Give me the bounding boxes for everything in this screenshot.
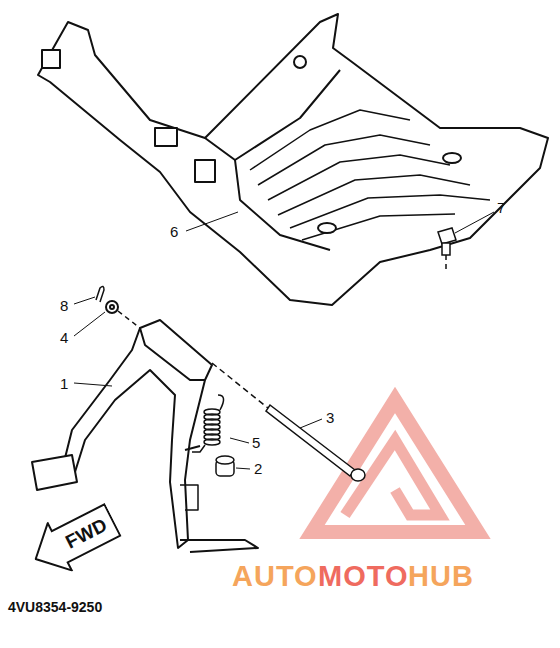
shaft	[212, 363, 365, 481]
callout-number: 3	[326, 410, 334, 425]
bush	[216, 456, 234, 476]
direction-arrow: FWD	[22, 495, 125, 584]
cotter-pin	[96, 286, 104, 302]
spring	[192, 395, 224, 452]
floor-panel	[38, 14, 548, 305]
watermark: AUTO	[232, 562, 318, 591]
washer	[106, 301, 140, 328]
callout-number: 6	[170, 224, 178, 239]
callout-number: 4	[60, 330, 68, 345]
center-stand	[32, 320, 258, 552]
callout-number: 1	[60, 376, 68, 391]
bolt	[438, 228, 456, 272]
callout-number: 7	[497, 200, 505, 215]
leader-lines	[74, 212, 494, 469]
callout-number: 2	[254, 461, 262, 476]
watermark: HUB	[408, 562, 474, 591]
callout-number: 5	[252, 435, 260, 450]
watermark: MOTO	[318, 562, 408, 591]
part-code: 4VU8354-9250	[8, 600, 102, 614]
callout-number: 8	[60, 298, 68, 313]
